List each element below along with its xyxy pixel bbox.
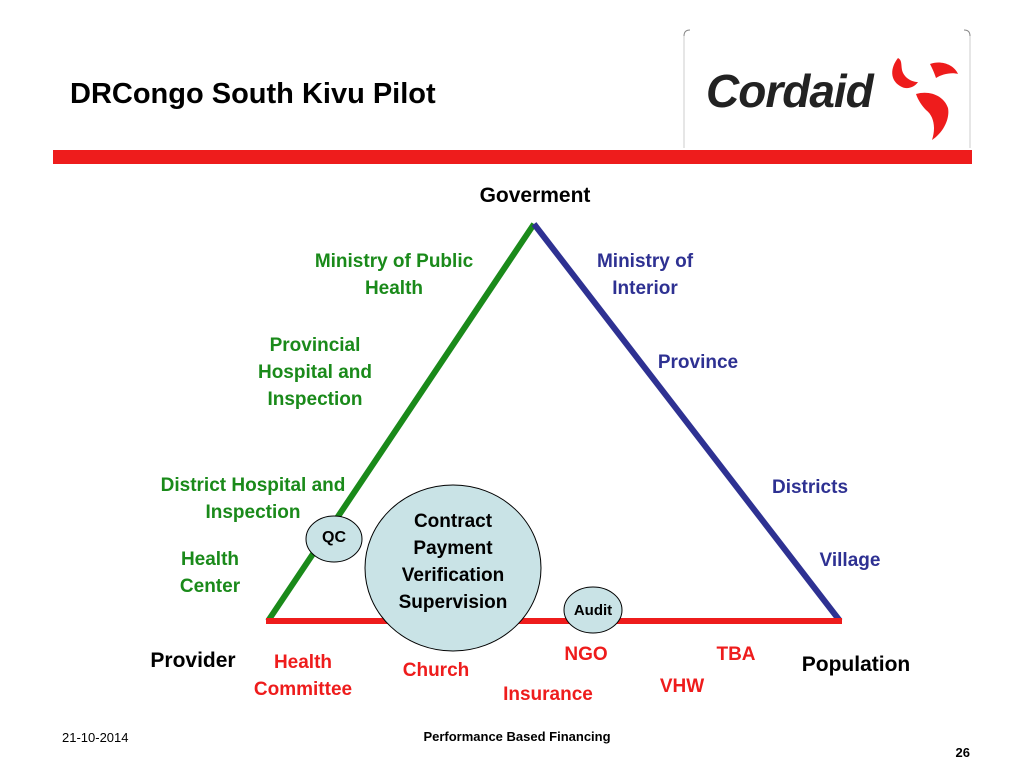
audit-label: Audit [573, 602, 613, 619]
label-village: Village [819, 550, 881, 571]
label-ministry-public-health: Ministry of Public Health [314, 251, 474, 299]
label-ministry-interior: Ministry of Interior [596, 251, 694, 299]
page-title: DRCongo South Kivu Pilot [70, 78, 436, 110]
label-health-center: Health Center [179, 549, 241, 597]
cordaid-logo-icon [892, 58, 958, 140]
contract-circle [364, 484, 542, 652]
label-health-committee: Health Committee [253, 652, 353, 700]
label-vhw: VHW [659, 676, 705, 697]
label-district-hospital: District Hospital and Inspection [160, 475, 346, 523]
qc-circle [305, 515, 363, 563]
header-bar [53, 150, 972, 164]
label-province: Province [657, 352, 739, 373]
vertex-population: Population [801, 653, 911, 676]
page-number: 26 [955, 745, 970, 760]
label-tba: TBA [716, 644, 756, 665]
government-provider-edge [265, 222, 537, 623]
center-line-verification: Verification [401, 565, 505, 586]
government-population-edge [531, 222, 843, 623]
footer-date: 21-10-2014 [62, 730, 129, 745]
center-line-payment: Payment [413, 538, 493, 559]
apex-government: Goverment [479, 184, 591, 207]
qc-label: QC [322, 529, 346, 546]
logo-frame [683, 29, 971, 148]
center-circle-text: Contract Payment Verification Supervisio… [363, 508, 543, 616]
label-ngo: NGO [564, 644, 608, 665]
center-line-supervision: Supervision [398, 592, 508, 613]
audit-circle [563, 586, 623, 634]
logo-wordmark: Cordaid [706, 65, 874, 117]
label-insurance: Insurance [503, 684, 593, 705]
center-line-contract: Contract [413, 511, 493, 532]
label-provincial-hospital: Provincial Hospital and Inspection [257, 335, 372, 410]
label-church: Church [402, 660, 470, 681]
vertex-provider: Provider [150, 649, 236, 672]
label-districts: Districts [771, 477, 849, 498]
footer-title: Performance Based Financing [423, 729, 611, 744]
